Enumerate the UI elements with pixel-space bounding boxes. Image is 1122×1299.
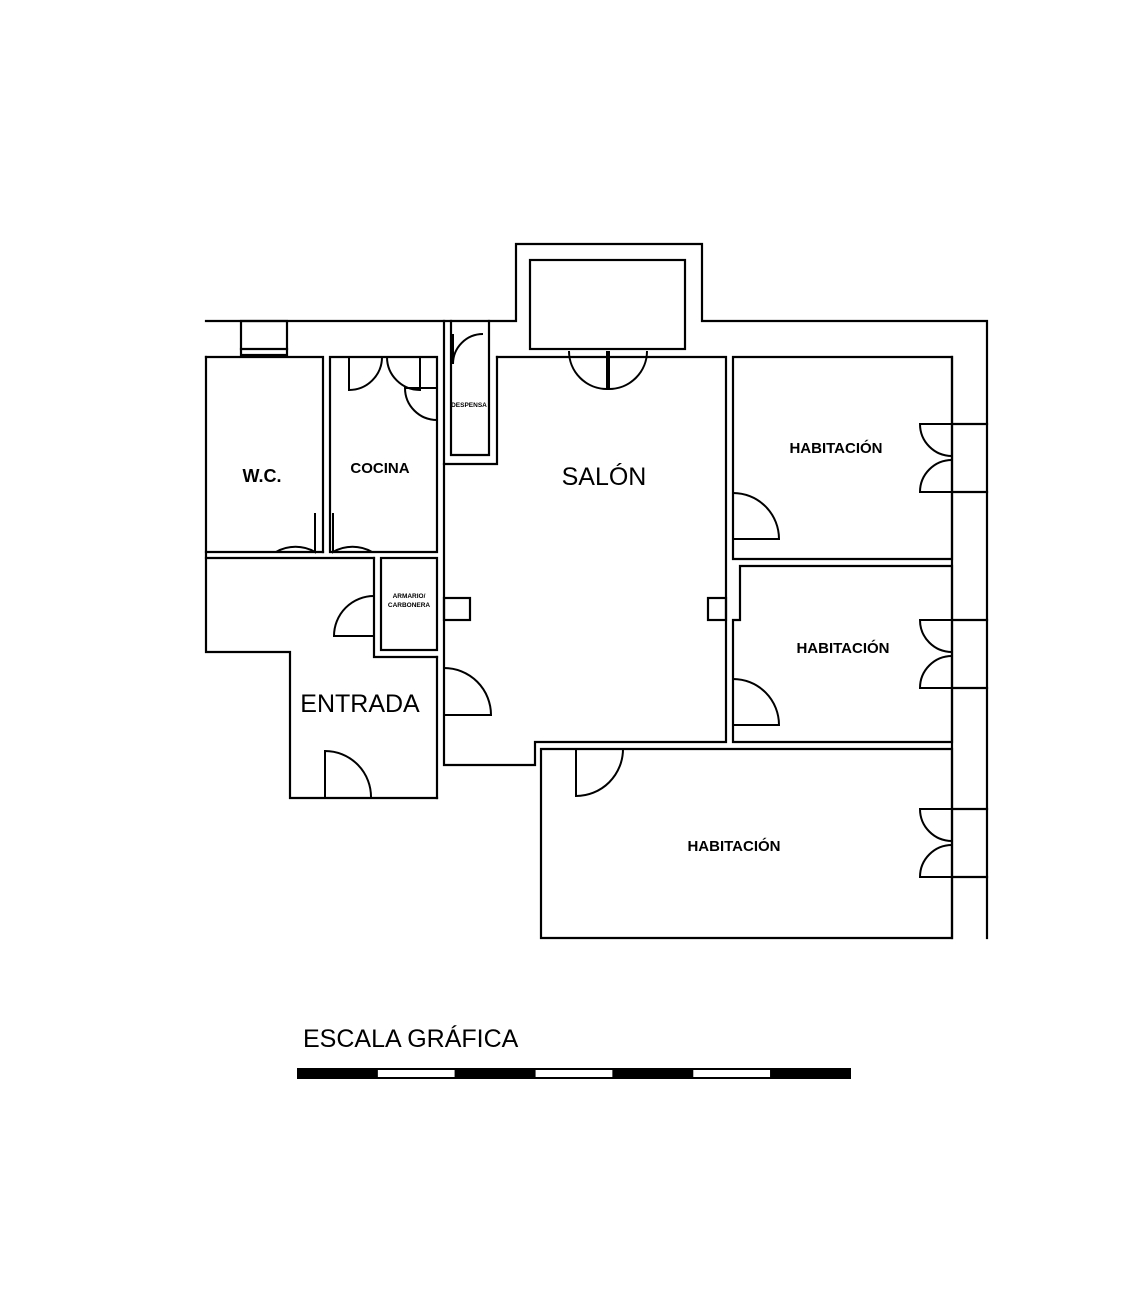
scale-segment	[375, 1068, 457, 1079]
door-balcony-left	[568, 350, 608, 391]
label-entrada: ENTRADA	[300, 690, 420, 718]
label-armario-line1: ARMARIO/	[393, 593, 426, 600]
window-habitacion-3	[918, 807, 989, 879]
door-habitacion-2	[732, 678, 781, 726]
scale-segment	[533, 1068, 615, 1079]
door-armario	[332, 595, 375, 637]
salon-pillar-right	[706, 596, 728, 622]
scale-segment	[691, 1068, 773, 1079]
label-habitacion-1: HABITACIÓN	[789, 439, 882, 457]
exterior-walls	[204, 242, 989, 940]
wc-duct	[239, 319, 289, 357]
room-wc: W.C.	[204, 355, 439, 800]
room-habitacion-3: HABITACIÓN	[539, 747, 954, 940]
door-habitacion-3	[575, 748, 624, 798]
doors	[275, 333, 781, 799]
label-salon: SALÓN	[562, 462, 647, 491]
label-despensa: DESPENSA	[451, 402, 487, 409]
door-habitacion-1	[732, 492, 781, 540]
windows	[918, 422, 989, 879]
label-wc: W.C.	[243, 466, 282, 486]
room-entrada: ENTRADA	[300, 655, 439, 800]
room-armario: ARMARIO/ CARBONERA	[372, 556, 439, 659]
window-habitacion-2	[918, 618, 989, 690]
balcony	[528, 258, 687, 351]
salon-pillar-left	[442, 596, 472, 622]
room-habitacion-2: HABITACIÓN	[731, 564, 954, 744]
scale-segment	[612, 1068, 694, 1079]
label-armario-line2: CARBONERA	[388, 602, 431, 609]
door-salon-entrada	[443, 667, 493, 716]
door-despensa	[452, 333, 484, 365]
door-cocina-top-left	[348, 356, 383, 392]
door-cocina-top-right	[386, 356, 421, 392]
room-despensa: DESPENSA	[442, 319, 499, 466]
room-habitacion-1: HABITACIÓN	[731, 355, 954, 561]
label-cocina: COCINA	[350, 460, 409, 477]
scale-legend: ESCALA GRÁFICA	[297, 1024, 852, 1079]
door-balcony-right	[608, 350, 648, 391]
scale-segment	[454, 1068, 536, 1079]
room-cocina: COCINA	[328, 355, 439, 554]
label-habitacion-2: HABITACIÓN	[796, 639, 889, 657]
door-cocina-bottom	[332, 513, 373, 554]
door-wc	[275, 513, 316, 554]
scale-title: ESCALA GRÁFICA	[303, 1024, 519, 1053]
scale-bar	[297, 1068, 852, 1079]
scale-segment	[770, 1068, 852, 1079]
door-entrada-main	[324, 749, 373, 799]
room-salon: SALÓN	[442, 355, 728, 767]
window-habitacion-1	[918, 422, 989, 494]
label-habitacion-3: HABITACIÓN	[687, 837, 780, 855]
scale-segment	[297, 1068, 378, 1079]
door-cocina-side	[403, 387, 438, 421]
